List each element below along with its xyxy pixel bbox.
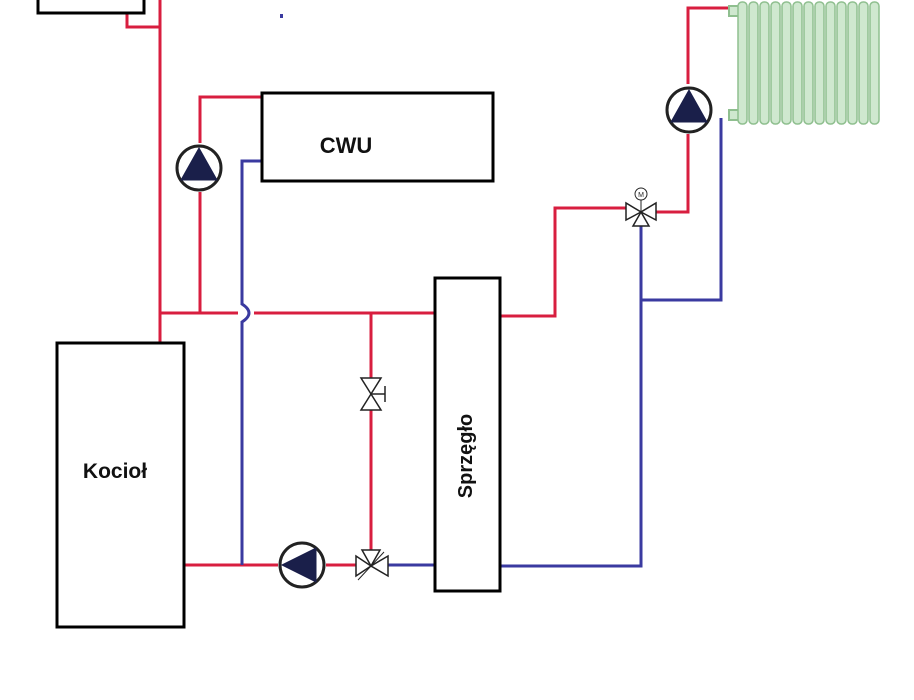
- radiator-fin: [869, 1, 880, 125]
- motor-label: M: [638, 192, 644, 199]
- radiator-fin: [781, 1, 792, 125]
- pipe-coupler-return: [500, 220, 643, 568]
- pipe-cwu-supply: [198, 95, 262, 143]
- stray-dot: [280, 14, 283, 18]
- radiator-fin: [814, 1, 825, 125]
- supply-pipes: [125, 0, 738, 567]
- pipe-cwu-return: [240, 159, 262, 565]
- radiator-icon: [728, 1, 880, 125]
- boiler: [55, 341, 186, 629]
- top-left-box: [36, 0, 146, 15]
- coupler-label: Sprzęgło: [455, 414, 477, 498]
- radiator-fin: [792, 1, 803, 125]
- radiator-fin: [803, 1, 814, 125]
- radiator-fin: [748, 1, 759, 125]
- radiator-fin: [737, 1, 748, 125]
- radiator-fin: [836, 1, 847, 125]
- pump-icon: [665, 86, 713, 134]
- hydraulic-coupler: [433, 276, 502, 593]
- pipe-coupler-supply: [500, 206, 626, 318]
- radiator-fin: [858, 1, 869, 125]
- motorized-mixing-valve-icon: M: [625, 187, 657, 227]
- radiator-fin: [825, 1, 836, 125]
- pipe-top-box-supply: [125, 10, 160, 29]
- return-pipes: [240, 118, 723, 568]
- pipe-pump-to-radiator: [686, 6, 738, 84]
- pump-icon: [278, 541, 326, 589]
- boiler-label: Kocioł: [83, 460, 147, 483]
- cwu-tank: [260, 91, 495, 183]
- cwu-label: CWU: [320, 133, 373, 158]
- valve-icon: [359, 377, 386, 411]
- radiator-fin: [847, 1, 858, 125]
- three-way-valve-icon: [355, 549, 389, 581]
- radiator-fin: [759, 1, 770, 125]
- pipe-mixer-to-pump: [655, 134, 690, 214]
- radiator-fin: [770, 1, 781, 125]
- pump-icon: [175, 144, 223, 192]
- pipe-radiator-return: [641, 118, 723, 302]
